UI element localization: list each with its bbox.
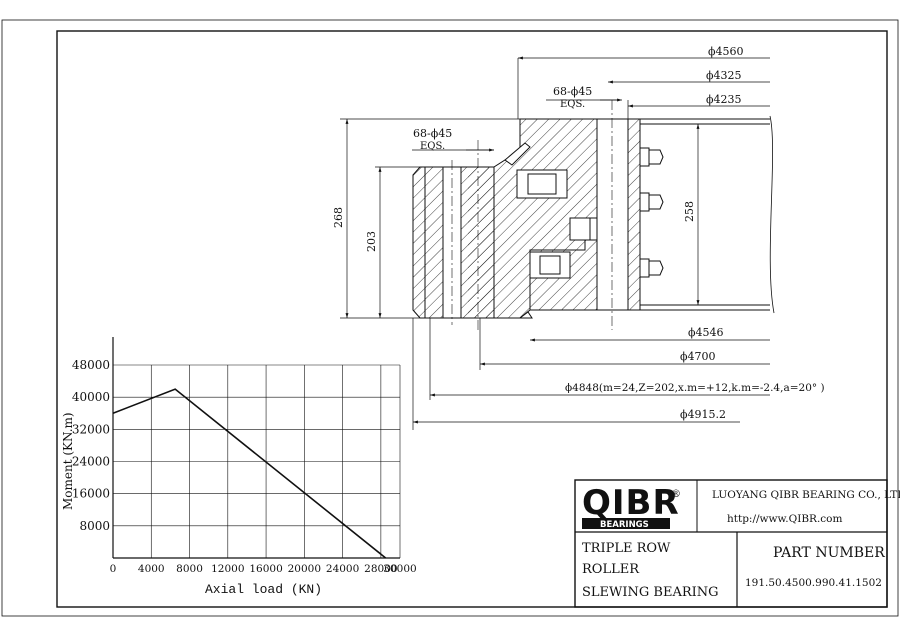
chart-ylabel: Moment (KN.m) xyxy=(61,412,75,510)
outer-frame xyxy=(1,19,899,617)
dimension-lines xyxy=(340,56,770,430)
x-tick-label-7: 28000 xyxy=(364,563,397,575)
dim-4848: ϕ4848(m=24,Z=202,x.m=+12,k.m=-2.4,a=20° … xyxy=(565,382,825,394)
title-block xyxy=(574,479,888,608)
holes-inner-label: 68-ϕ45 xyxy=(413,127,452,140)
dim-4235: ϕ4235 xyxy=(706,93,742,106)
series-line-0 xyxy=(112,388,387,559)
bearing-section xyxy=(412,100,775,330)
y-tick-label-5: 48000 xyxy=(72,358,110,372)
description-line-1: TRIPLE ROW xyxy=(582,541,671,556)
dim-4325: ϕ4325 xyxy=(706,69,742,82)
bolt-upper xyxy=(639,147,664,167)
seal xyxy=(504,142,531,166)
eqs-outer-label: EQS. xyxy=(560,99,585,110)
dim-258: 258 xyxy=(683,201,696,222)
company-website: http://www.QIBR.com xyxy=(727,513,843,525)
x-tick-label-8: 30000 xyxy=(383,563,416,575)
x-tick-label-6: 24000 xyxy=(326,563,359,575)
y-tick-label-4: 40000 xyxy=(72,390,110,404)
x-tick-label-5: 20000 xyxy=(288,563,321,575)
logo-subtitle: BEARINGS xyxy=(600,520,649,530)
dim-4700: ϕ4700 xyxy=(680,350,716,363)
dimension-labels: ϕ4560 ϕ4325 ϕ4235 68-ϕ45 EQS. 68-ϕ45 EQS… xyxy=(332,45,825,421)
bolt-middle xyxy=(639,192,664,212)
dim-4560: ϕ4560 xyxy=(708,45,744,58)
dim-268: 268 xyxy=(332,207,345,228)
part-number-value: 191.50.4500.990.41.1502 xyxy=(745,577,882,589)
dim-203: 203 xyxy=(365,231,378,252)
dim-4546: ϕ4546 xyxy=(688,326,724,339)
y-tick-label-1: 16000 xyxy=(72,487,110,501)
dim-4915: ϕ4915.2 xyxy=(680,408,726,421)
logo-text: QIBR xyxy=(582,483,680,523)
logo-registered: ® xyxy=(671,489,681,500)
x-tick-label-1: 4000 xyxy=(138,563,165,575)
inner-frame xyxy=(56,30,888,608)
chart-xlabel: Axial load (KN) xyxy=(205,582,322,597)
x-tick-label-2: 8000 xyxy=(176,563,203,575)
radial-roller xyxy=(569,217,591,241)
description-line-2: ROLLER xyxy=(582,562,640,577)
eqs-inner-label: EQS. xyxy=(420,141,445,152)
x-tick-label-4: 16000 xyxy=(249,563,282,575)
company-name: LUOYANG QIBR BEARING CO., LTD xyxy=(712,489,900,501)
y-tick-label-2: 24000 xyxy=(72,455,110,469)
x-tick-label-0: 0 xyxy=(110,563,117,575)
part-number-header: PART NUMBER xyxy=(773,545,885,561)
y-tick-label-0: 8000 xyxy=(79,519,110,533)
y-tick-label-3: 32000 xyxy=(72,422,110,436)
logo-bar xyxy=(582,518,670,529)
holes-outer-label: 68-ϕ45 xyxy=(553,85,592,98)
description-line-3: SLEWING BEARING xyxy=(582,585,719,600)
bolt-lower xyxy=(639,258,664,278)
x-tick-label-3: 12000 xyxy=(211,563,244,575)
